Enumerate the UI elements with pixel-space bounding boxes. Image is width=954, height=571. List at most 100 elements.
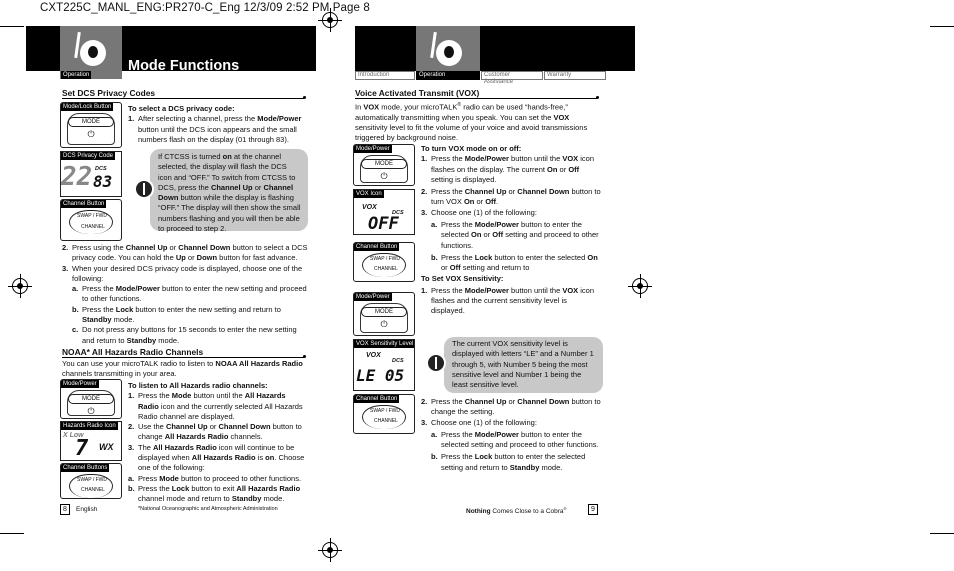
step-1b: 1.Press the Mode/Power button until the … — [421, 285, 595, 316]
step-1: 1.After selecting a channel, press the M… — [128, 114, 302, 144]
figure-label: VOX Sensitivity Level — [354, 340, 414, 348]
option-b: b.Press the Lock button to enter the sel… — [431, 252, 598, 273]
lcd-sensitivity-value: LE 05 — [356, 366, 405, 385]
figure-label: Mode/Power — [354, 293, 392, 301]
page-number-left: 8 — [60, 504, 70, 515]
figure-mode-lock-button: Mode/Lock Button MODE ⏻ — [60, 102, 122, 148]
section-heading-vox: Voice Activated Transmit (VOX) — [355, 88, 480, 98]
lcd-dcs-icon: DCS — [392, 210, 404, 216]
lcd-wx-channel: 7 — [75, 436, 89, 461]
lcd-dcs-icon: DCS — [392, 358, 404, 364]
lcd-dcs-number: 83 — [93, 172, 113, 191]
figure-channel-button-2: Channel Button SWAP / FWD CHANNEL — [353, 394, 415, 434]
figure-channel-buttons: Channel Buttons SWAP / FWD CHANNEL — [60, 463, 122, 499]
section-tab-customer-assistance: Customer Assistance — [481, 71, 543, 85]
mode-button-drawing: MODE — [68, 394, 114, 404]
vox-instructions: To turn VOX mode on or off: 1.Press the … — [421, 144, 601, 316]
option-c: c.Do not press any buttons for 15 second… — [72, 325, 297, 345]
figure-mode-power-2: Mode/Power MODE ⏻ — [353, 292, 415, 336]
page-language: English — [76, 506, 98, 513]
power-icon: ⏻ — [380, 171, 388, 181]
print-slug: CXT225C_MANL_ENG:PR270-C_Eng 12/3/09 2:5… — [40, 2, 370, 14]
lcd-vox-icon: VOX — [362, 204, 377, 211]
figure-dcs-privacy-code: DCS Privacy Code 22 DCS 83 — [60, 151, 122, 197]
page-number-right: 9 — [588, 504, 598, 515]
subheading: To select a DCS privacy code: — [128, 104, 235, 113]
swap-label: SWAP / FWD — [370, 408, 400, 414]
step-3: 3.Choose one (1) of the following: — [421, 207, 537, 217]
dcs-instructions: To select a DCS privacy code: 1.After se… — [128, 104, 306, 145]
step-3: 3.The All Hazards Radio icon will contin… — [128, 442, 305, 473]
option-b: b.Press the Lock button to enter the sel… — [431, 452, 586, 472]
step-2: 2.Use the Channel Up or Channel Down but… — [128, 422, 302, 442]
header-bar-right — [355, 26, 635, 71]
figure-vox-icon: VOX Icon VOX DCS OFF — [353, 189, 415, 235]
option-b: b.Press the Lock button to enter the new… — [72, 304, 281, 325]
option-a: a.Press Mode button to proceed to other … — [128, 473, 302, 483]
note-ctcss: If CTCSS is turned on at the channel sel… — [134, 149, 308, 233]
lcd-vox-icon: VOX — [366, 352, 381, 359]
option-a: a.Press the Mode/Power button to enter t… — [72, 284, 307, 304]
registration-mark-icon — [318, 8, 342, 32]
step-2b: 2.Press the Channel Up or Channel Down b… — [421, 397, 601, 417]
lcd-vox-value: OFF — [368, 214, 399, 234]
figure-hazards-radio-icon: Hazards Radio Icon X Low 7 WX — [60, 421, 122, 461]
figure-mode-power: Mode/Power MODE ⏻ — [353, 144, 415, 186]
channel-label: CHANNEL — [374, 266, 398, 272]
mode-button-drawing: MODE — [361, 307, 407, 317]
lcd-channel: 22 — [61, 162, 93, 192]
noaa-intro: You can use your microTALK radio to list… — [62, 359, 303, 379]
option-a: a.Press the Mode/Power button to enter t… — [431, 220, 599, 250]
note-vox-sensitivity: The current VOX sensitivity level is dis… — [426, 337, 603, 393]
dcs-steps-continued: 2.Press using the Channel Up or Channel … — [62, 243, 308, 346]
figure-label: Channel Button — [61, 200, 107, 208]
crop-mark — [930, 26, 954, 27]
mode-button-drawing: MODE — [361, 159, 407, 169]
mode-button-drawing: MODE — [68, 117, 114, 127]
lcd-wx-icon: WX — [99, 442, 114, 452]
option-b: b.Press the Lock button to exit All Haza… — [128, 483, 301, 504]
cobra-logo-icon — [60, 26, 122, 79]
channel-label: CHANNEL — [374, 418, 398, 424]
figure-label: Mode/Lock Button — [61, 103, 114, 111]
registration-mark-icon — [8, 274, 32, 298]
section-tab-operation: Operation — [61, 71, 92, 79]
figure-label: Channel Button — [354, 395, 400, 403]
section-heading-dcs: Set DCS Privacy Codes — [62, 88, 156, 98]
heading-rule — [62, 355, 306, 358]
figure-label: Channel Buttons — [61, 464, 110, 472]
crop-mark — [0, 26, 24, 27]
noaa-instructions: To listen to All Hazards radio channels:… — [128, 381, 308, 505]
registration-mark-icon — [628, 274, 652, 298]
step-3: 3.When your desired DCS privacy code is … — [62, 263, 303, 283]
swap-label: SWAP / FWD — [77, 477, 107, 483]
figure-label: Channel Button — [354, 243, 400, 251]
swap-label: SWAP / FWD — [77, 213, 107, 219]
figure-channel-button: Channel Button SWAP / FWD CHANNEL — [60, 199, 122, 241]
registration-mark-icon — [318, 538, 342, 562]
figure-channel-button: Channel Button SWAP / FWD CHANNEL — [353, 242, 415, 282]
section-tab-introduction: Introduction — [355, 71, 415, 80]
figure-label: Hazards Radio Icon — [61, 422, 118, 430]
heading-rule — [62, 96, 306, 99]
section-tab-warranty: Warranty — [544, 71, 606, 80]
vox-sensitivity-steps: 2.Press the Channel Up or Channel Down b… — [421, 397, 603, 473]
swap-label: SWAP / FWD — [370, 256, 400, 262]
footnote: *National Oceanographic and Atmospheric … — [138, 506, 278, 512]
section-tab-operation: Operation — [416, 71, 480, 80]
cobra-logo-icon — [416, 26, 480, 79]
figure-label: DCS Privacy Code — [61, 152, 116, 160]
step-2: 2.Press using the Channel Up or Channel … — [62, 243, 308, 263]
figure-label: VOX Icon — [354, 190, 384, 198]
power-icon: ⏻ — [87, 406, 95, 416]
info-icon — [134, 179, 154, 199]
heading-rule — [355, 96, 599, 99]
step-3b: 3.Choose one (1) of the following: — [421, 417, 537, 427]
power-icon: ⏻ — [380, 319, 388, 329]
figure-vox-sensitivity: VOX Sensitivity Level VOX DCS LE 05 — [353, 339, 415, 391]
channel-label: CHANNEL — [81, 224, 105, 230]
page-title: Mode Functions — [128, 58, 240, 74]
vox-intro: In VOX mode, your microTALK® radio can b… — [355, 102, 588, 143]
figure-label: Mode/Power — [61, 380, 99, 388]
figure-label: Mode/Power — [354, 145, 392, 153]
